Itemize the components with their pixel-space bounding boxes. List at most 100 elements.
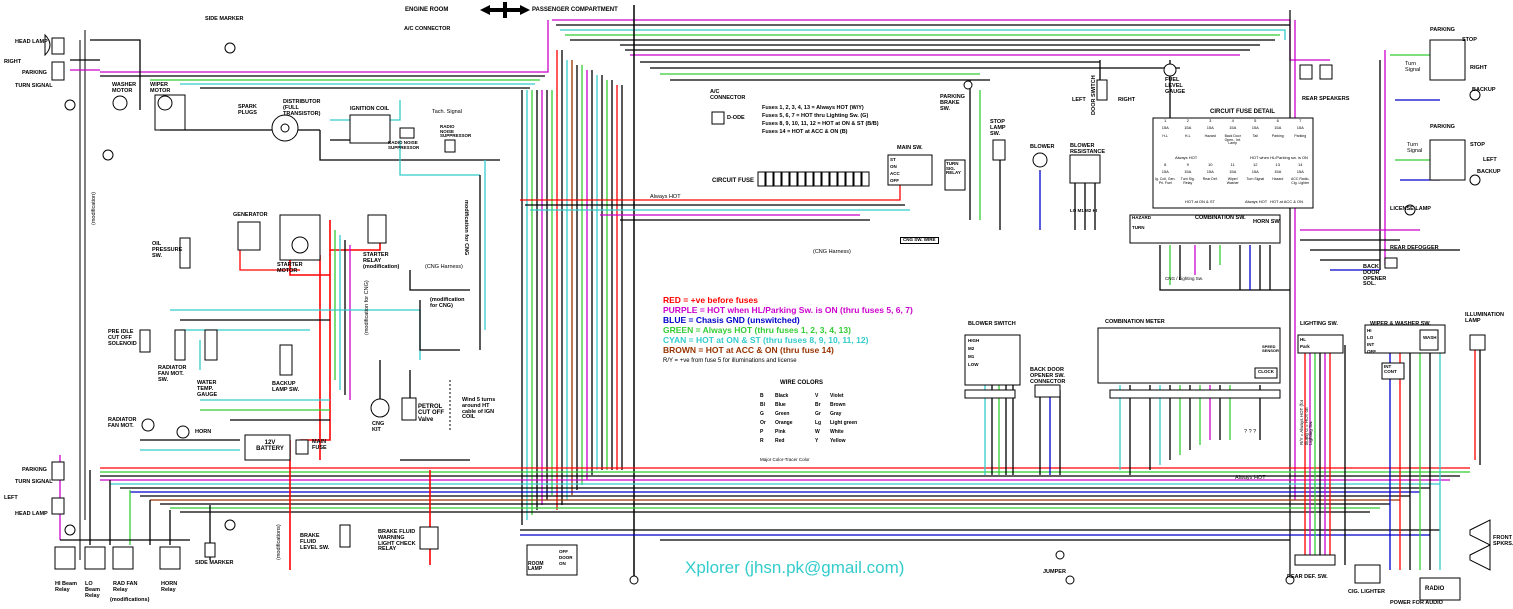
wire-color-name: Green (775, 411, 790, 417)
cng-harness-center-label: (CNG Harness) (813, 249, 851, 255)
fuse-circuit: H-L (1184, 134, 1191, 138)
wire-color-name: Yellow (830, 438, 846, 444)
wiper-washer-sw-label: WIPER & WASHER SW. (1370, 321, 1431, 327)
fuse-amp: 15A (1274, 125, 1282, 130)
blower-resistance-label: BLOWER RESISTANCE (1070, 143, 1106, 155)
legend-blue: BLUE = Chasis GND (unswitched) (663, 315, 800, 325)
brake-fluid-warning-label: BRAKE FLUID WARNING LIGHT CHECK RELAY (378, 529, 416, 553)
room-lamp-door: DOOR (559, 555, 573, 560)
blower-speed-hi: HI (1092, 208, 1098, 213)
brake-fluid-level-sw-label: BRAKE FLUID LEVEL SW. (300, 533, 330, 551)
fuse-amp: 15A (1229, 169, 1237, 174)
blower-speed-m1: M1 (1077, 208, 1084, 213)
modification-for-cng-2-label: modification for CNG (463, 200, 469, 256)
parking-left-label: PARKING (22, 467, 47, 473)
wiper-row-off: OFF (1367, 349, 1376, 354)
back-door-opener-connector-label: BACK DOOR OPENER SW. CONNECTOR (1030, 367, 1066, 385)
blower-speed-m2: M2 (1085, 208, 1092, 213)
fuse-number: 8 (1164, 162, 1167, 167)
parking-brake-sw-label: PARKING BRAKE SW. (940, 94, 965, 112)
main-sw-row-acc: ACC (890, 171, 900, 176)
starter-motor-label: STARTER MOTOR (277, 262, 303, 274)
cng-harness-left-label: (CNG Harness) (425, 264, 463, 270)
water-temp-gauge-label: WATER TEMP. GAUGE (197, 380, 218, 398)
main-sw-row-st: ST (890, 157, 896, 162)
wire-color-code: V (815, 393, 819, 399)
fuse-number: 9 (1186, 162, 1189, 167)
backup-right-label: BACKUP (1472, 87, 1496, 93)
legend-red: RED = +ve before fuses (663, 295, 758, 305)
blower-speed-lo: LO (1070, 208, 1077, 213)
rear-speakers-label: REAR SPEAKERS (1302, 96, 1350, 102)
cig-lighter-label: CIG. LIGHTER (1348, 589, 1385, 595)
wire-color-name: Light green (830, 420, 858, 426)
blower-switch-row-m1: M1 (968, 354, 975, 359)
main-sw-rows: ST ON ACC OFF (890, 156, 900, 184)
fuse-note-4: Fuses 14 = HOT at ACC & ON (B) (762, 129, 848, 135)
turn-label: TURN (1132, 225, 1145, 230)
wire-color-code: Y (815, 438, 819, 444)
legend-brown: BROWN = HOT at ACC & ON (thru fuse 14) (663, 345, 834, 355)
ac-connector-top-label: A/C CONNECTOR (404, 26, 451, 32)
fuse-number: 2 (1186, 118, 1189, 123)
fuse-group: HOT at ACC & ON (1270, 199, 1304, 204)
author-credit: Xplorer (jhsn.pk@gmail.com) (685, 558, 905, 577)
wiper-motor-label: WIPER MOTOR (150, 82, 171, 94)
fuse-circuit: Back Door Open., Int. Lamp (1224, 134, 1241, 146)
blower-switch-row-low: LOW (968, 362, 979, 367)
tach-signal-label: Tach. Signal (432, 109, 462, 115)
radio-noise-suppressor-2-label: RADIO NOISE SUPPRESSOR (440, 124, 472, 139)
fuse-amp: 15A (1274, 169, 1282, 174)
petrol-cut-off-label: PETROL CUT OFF Valve (418, 404, 444, 423)
stop-lamp-sw-label: STOP LAMP SW. (990, 119, 1006, 137)
radio-label: RADIO (1425, 586, 1445, 592)
modification-for-cng-vertical-label: (modification for CNG) (364, 280, 370, 335)
fuse-circuit: H-L (1162, 134, 1169, 138)
wiper-row-lo: LO (1367, 335, 1374, 340)
diode-label: D-ODE (727, 115, 745, 121)
legend-ry: R/Y = +ve from fuse 5 for illuminations … (663, 358, 797, 364)
blower-switch-row-high: HIGH (968, 338, 980, 343)
horn-relay-label: HORN Relay (161, 581, 178, 593)
wire-color-code: Or (760, 420, 766, 426)
blower-switch-rows: HIGH M2 M1 LOW (968, 337, 979, 369)
wind-note-label: Wind 5 turns around HT cable of IGN COIL (462, 397, 496, 421)
modification-vertical-label: (modification) (91, 191, 97, 225)
wire-color-code: Gr (815, 411, 821, 417)
rear-defogger-label: REAR DEFOGGER (1390, 245, 1439, 251)
fuse-circuit: Wiper/ Washer (1226, 177, 1239, 185)
modifications-vertical-label: (modifications) (276, 524, 282, 560)
fuse-group: Always HOT (1175, 155, 1198, 160)
starter-relay-label: STARTER RELAY (modification) (363, 252, 400, 270)
modifications-label: (modifications) (110, 597, 150, 603)
head-lamp-left-label: HEAD LAMP (15, 511, 48, 517)
wiper-row-int: INT (1367, 342, 1375, 347)
fuse-number: 14 (1298, 162, 1303, 167)
wire-color-code: G (760, 411, 764, 417)
fuse-amp: 15A (1296, 125, 1304, 130)
left-label: LEFT (4, 495, 18, 501)
wiper-row-hi: HI (1367, 328, 1372, 333)
combination-sw-label: COMBINATION SW. (1195, 215, 1246, 221)
fuse-number: 10 (1208, 162, 1213, 167)
fuse-circuit: Turn Sig. Relay (1180, 177, 1195, 185)
wire-color-code: B (760, 393, 764, 399)
fuse-number: 5 (1254, 118, 1257, 123)
fuse-circuit: Parking (1271, 134, 1284, 138)
wire-colors-footer: Major Color-Tracer Color (760, 457, 810, 462)
head-lamp-right-label: HEAD LAMP (15, 39, 48, 45)
fuse-amp: 15A (1251, 169, 1259, 174)
hazard-label: HAZARD (1132, 215, 1151, 220)
cng-kit-label: CNG KIT (372, 421, 385, 433)
spark-plugs-label: SPARK PLUGS (238, 104, 257, 116)
main-sw-row-on: ON (890, 164, 897, 169)
always-hot-2-label: Always HOT (1235, 475, 1266, 481)
illum-note-label: R/Y = Always HOT (for Illumi) G = HOT on… (1299, 399, 1314, 445)
turn-signal-left-cluster-label: Turn Signal (1407, 142, 1423, 154)
speed-sensor-label: SPEED SENSOR (1262, 344, 1279, 354)
legend-purple: PURPLE = HOT when HL/Parking Sw. is ON (… (663, 305, 913, 315)
turn-signal-right-cluster-label: Turn Signal (1405, 61, 1421, 73)
wire-color-name: Blue (775, 402, 786, 408)
wire-color-name: White (830, 429, 844, 435)
